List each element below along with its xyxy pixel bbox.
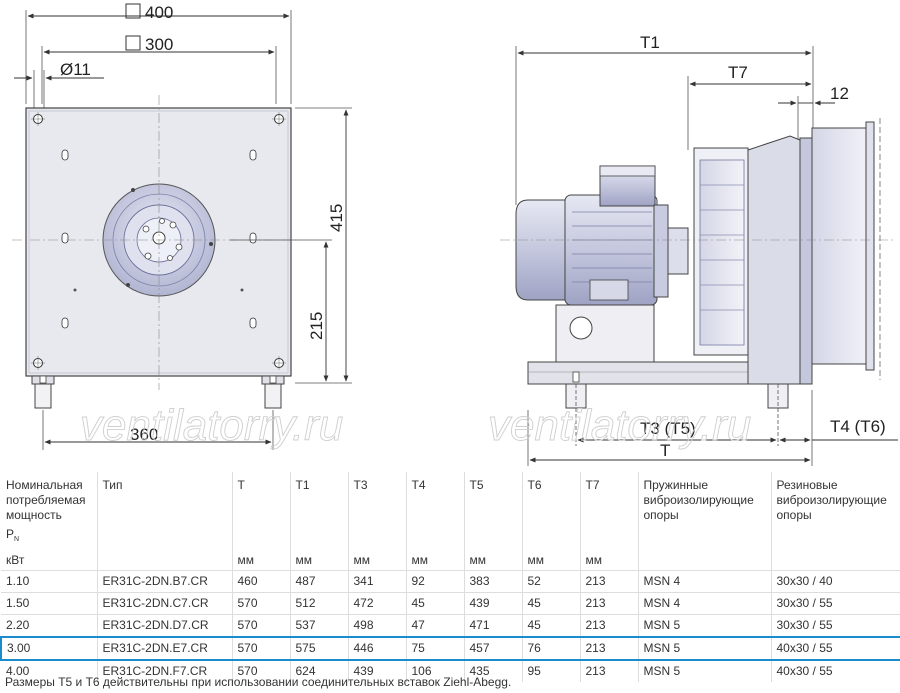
front-view: 400 300 Ø11 xyxy=(12,3,352,450)
col-rubber: Резиновые виброизолирующие опоры xyxy=(770,472,900,571)
footnote: Размеры T5 и T6 действительны при исполь… xyxy=(5,675,512,689)
watermark-right: ventilatorry.ru xyxy=(488,401,751,450)
dim-12-label: 12 xyxy=(830,84,849,103)
bracket xyxy=(747,135,801,385)
watermark-left: ventilatorry.ru xyxy=(80,401,343,450)
dim-T3-label: T3 (T5) xyxy=(640,419,696,438)
dim-11-label: Ø11 xyxy=(60,60,91,79)
technical-drawing: 400 300 Ø11 xyxy=(12,3,898,466)
dim-415-label: 415 xyxy=(327,204,346,232)
dim-T4-label: T4 (T6) xyxy=(830,417,886,436)
dim-T1-label: T1 xyxy=(640,33,660,52)
motor-stand xyxy=(555,304,655,363)
dim-400-label: 400 xyxy=(145,3,173,22)
mounting-slots xyxy=(61,149,257,329)
specs-table: Номинальная потребляемая мощность PN кВт… xyxy=(0,472,900,682)
col-power: Номинальная потребляемая мощность PN кВт xyxy=(6,478,86,567)
motor xyxy=(515,165,689,306)
col-type: Тип xyxy=(96,472,232,571)
col-spring: Пружинные виброизолирующие опоры xyxy=(637,472,771,571)
dim-300-label: 300 xyxy=(145,35,173,54)
inlet-plate xyxy=(799,137,813,385)
side-view: T1 T7 12 xyxy=(500,33,898,466)
dim-360-label: 360 xyxy=(130,425,158,444)
dim-T7-label: T7 xyxy=(728,63,748,82)
dim-215-label: 215 xyxy=(307,312,326,340)
dim-T-label: T xyxy=(660,441,670,460)
